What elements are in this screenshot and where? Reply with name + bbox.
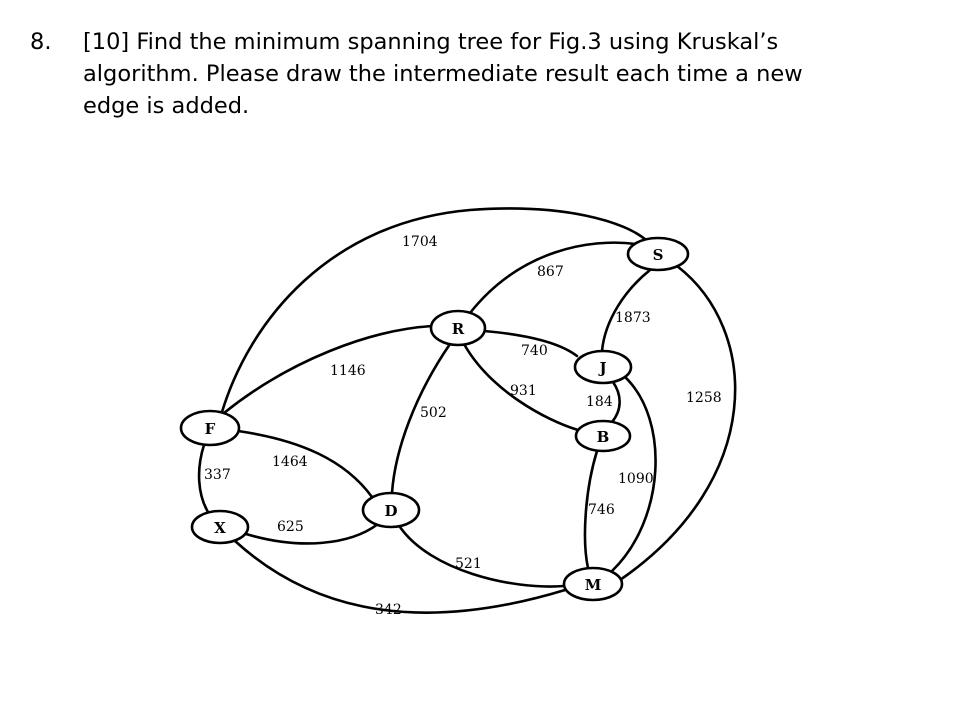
- edge-r-b: [462, 342, 580, 432]
- node-shape-s: [626, 236, 690, 272]
- node-j: J: [573, 349, 633, 385]
- edge-f-r: [222, 324, 434, 415]
- node-r: R: [429, 309, 487, 347]
- question-line-3: edge is added.: [83, 93, 250, 119]
- node-shape-f: [179, 409, 241, 447]
- node-shape-j: [573, 349, 633, 385]
- node-label-f: F: [205, 420, 216, 438]
- node-label-m: M: [585, 576, 602, 594]
- node-shape-x: [190, 509, 250, 545]
- nodes-layer: S R J B F D X M: [179, 236, 690, 602]
- node-label-s: S: [653, 246, 664, 264]
- edge-x-d: [244, 522, 380, 545]
- edge-weight-j-m: 1090: [618, 471, 654, 487]
- edge-weight-f-r: 1146: [330, 363, 366, 379]
- edge-weight-j-b: 184: [586, 394, 613, 410]
- edges-layer: [197, 207, 737, 614]
- edge-weight-r-j: 740: [521, 343, 548, 359]
- edge-b-m: [583, 449, 599, 570]
- node-shape-d: [361, 491, 421, 529]
- edge-weight-f-x: 337: [204, 467, 231, 483]
- node-shape-b: [574, 419, 632, 453]
- edge-x-m: [233, 539, 567, 614]
- edge-weight-x-d: 625: [277, 519, 304, 535]
- question-number: 8.: [30, 29, 52, 55]
- edge-weight-f-s: 1704: [402, 234, 438, 250]
- edge-j-b: [610, 380, 621, 424]
- edge-weight-d-m: 521: [455, 556, 482, 572]
- edge-j-m: [610, 375, 657, 573]
- edge-weight-f-d: 1464: [272, 454, 308, 470]
- question-text: [10] Find the minimum spanning tree for …: [83, 26, 943, 122]
- edge-f-x: [197, 443, 210, 514]
- edge-weight-s-j: 1873: [615, 310, 651, 326]
- node-shape-m: [562, 566, 624, 602]
- node-shape-r: [429, 309, 487, 347]
- node-label-r: R: [452, 320, 465, 338]
- edge-weight-x-m: 342: [375, 602, 402, 618]
- edge-s-m: [618, 264, 737, 582]
- edge-r-d: [390, 342, 452, 495]
- edge-weight-r-d: 502: [420, 405, 447, 421]
- node-x: X: [190, 509, 250, 545]
- edge-s-j: [600, 268, 652, 353]
- node-label-d: D: [384, 502, 397, 520]
- edge-f-s: [220, 207, 648, 414]
- node-label-j: J: [597, 359, 606, 377]
- edge-r-j: [482, 329, 579, 358]
- question-line-1: [10] Find the minimum spanning tree for …: [83, 29, 779, 55]
- node-label-x: X: [214, 519, 226, 537]
- node-b: B: [574, 419, 632, 453]
- question-line-2: algorithm. Please draw the intermediate …: [83, 61, 803, 87]
- edge-weight-s-m: 1258: [686, 390, 722, 406]
- edge-weight-r-s: 867: [537, 264, 564, 280]
- edge-weight-b-m: 746: [588, 502, 615, 518]
- edge-r-s: [468, 241, 638, 315]
- node-s: S: [626, 236, 690, 272]
- edge-f-d: [236, 429, 374, 499]
- node-m: M: [562, 566, 624, 602]
- edge-weight-r-b: 931: [510, 383, 537, 399]
- node-d: D: [361, 491, 421, 529]
- node-f: F: [179, 409, 241, 447]
- node-label-b: B: [597, 428, 610, 446]
- edge-d-m: [398, 525, 566, 588]
